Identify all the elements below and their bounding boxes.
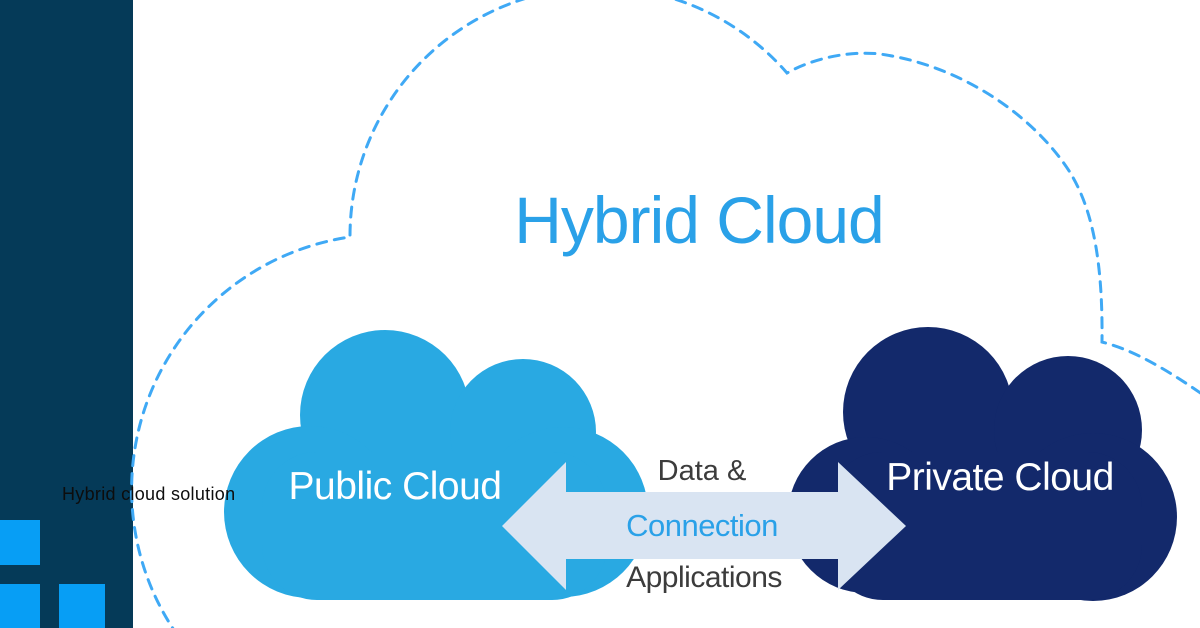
public-cloud-label: Public Cloud — [288, 465, 502, 508]
connection-label-data: Data & — [657, 455, 747, 487]
decor-square — [59, 584, 105, 628]
private-cloud-icon — [788, 327, 1177, 601]
private-cloud-label: Private Cloud — [886, 456, 1114, 499]
decor-square — [0, 520, 40, 565]
connection-label-applications: Applications — [626, 561, 782, 594]
bidirectional-arrow-icon — [502, 462, 906, 590]
hybrid-cloud-dashed-outline — [130, 0, 1200, 628]
diagram-title: Hybrid Cloud — [514, 183, 885, 257]
decor-square — [0, 584, 40, 628]
sidebar-accent-bar — [0, 0, 133, 628]
connection-label-connection: Connection — [626, 508, 778, 543]
watermark-caption: Hybrid cloud solution — [62, 484, 236, 504]
